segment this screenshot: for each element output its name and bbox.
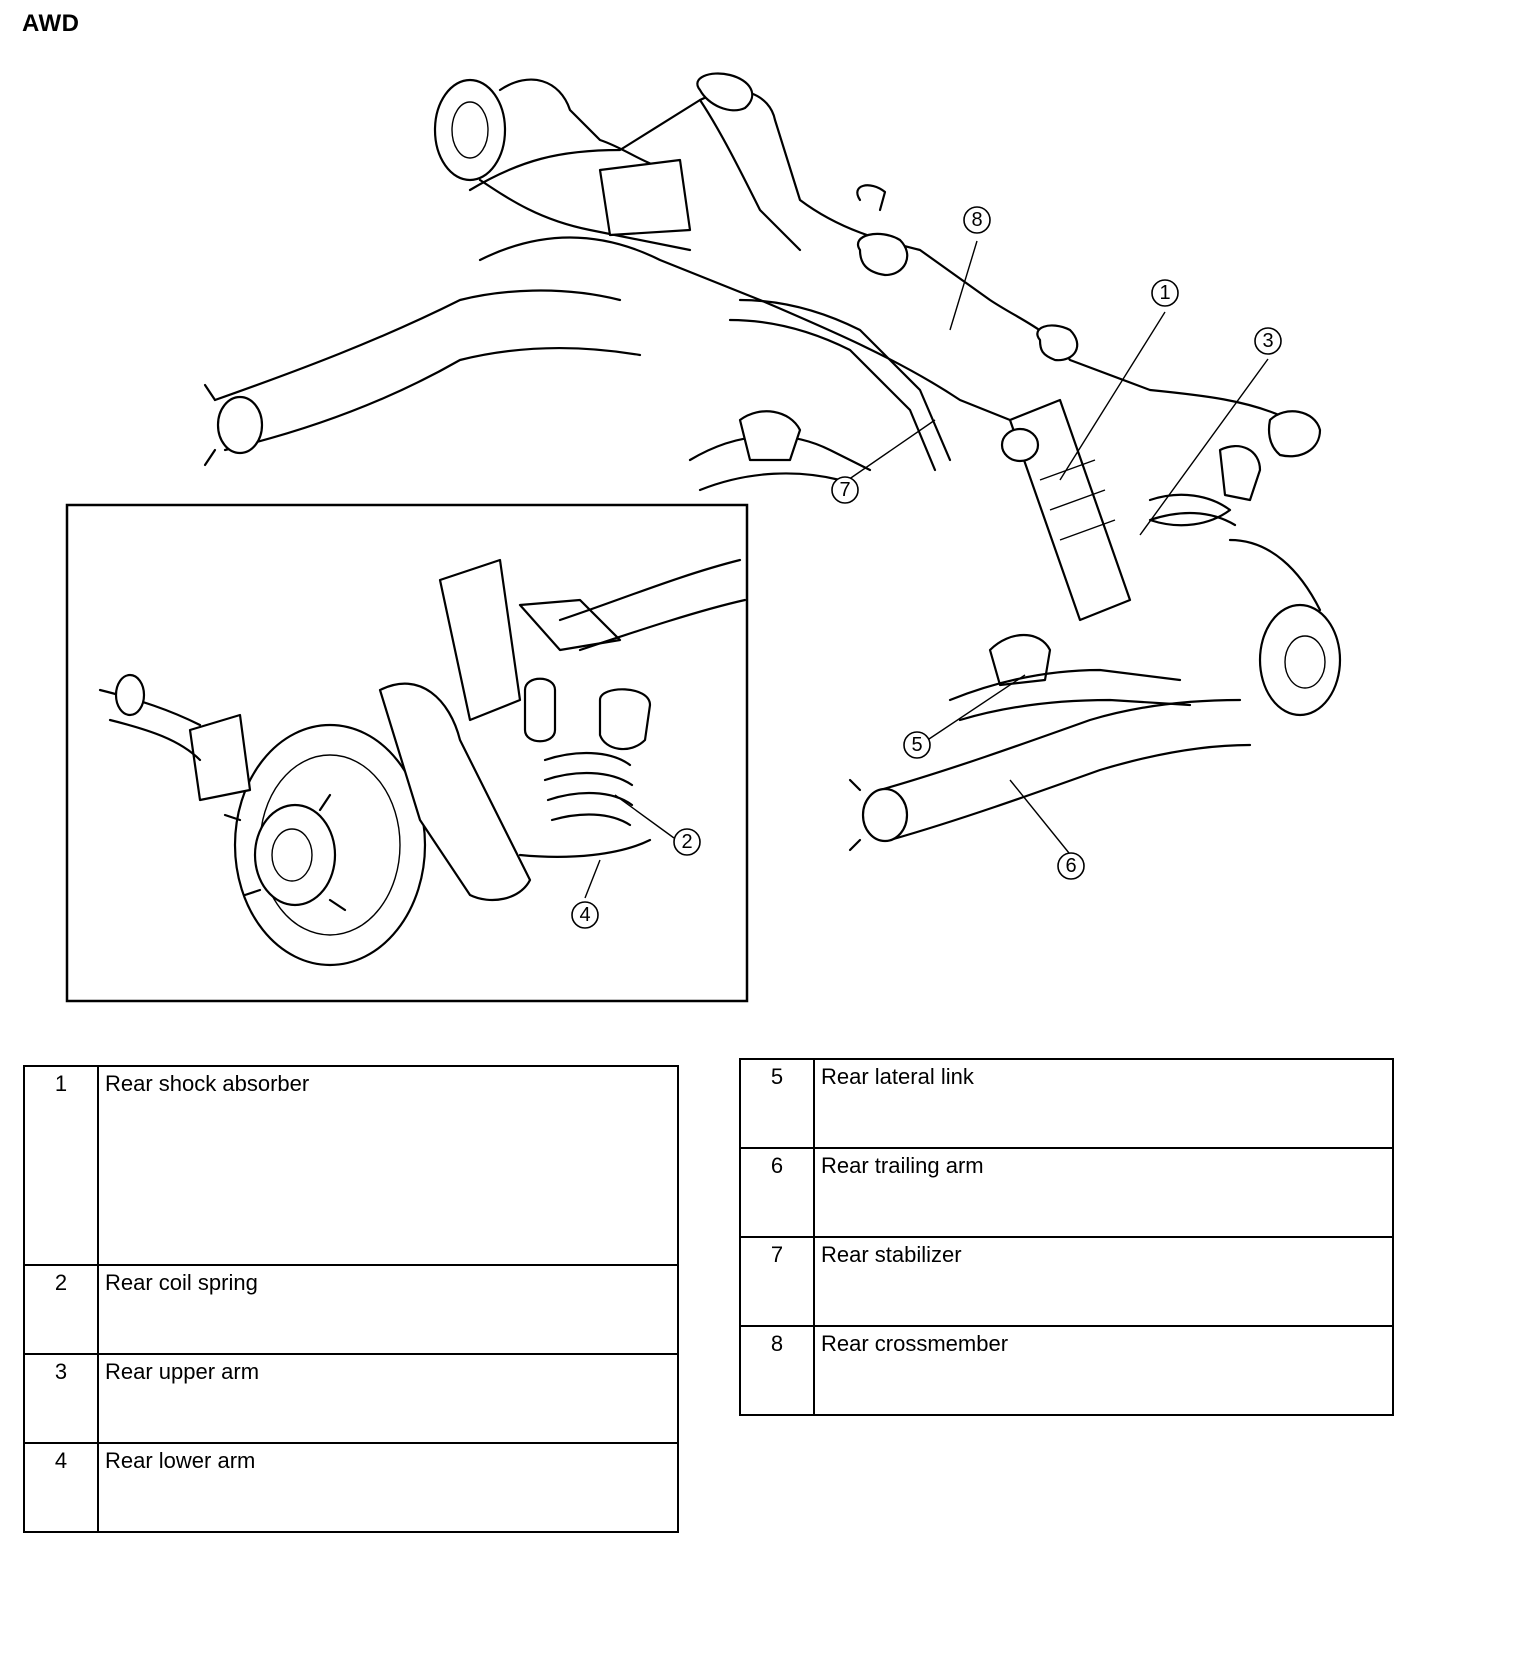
legend-row: 6 Rear trailing arm	[739, 1147, 1394, 1238]
legend-row: 2 Rear coil spring	[23, 1264, 679, 1355]
callout-2: 2	[673, 828, 701, 856]
svg-text:1: 1	[1159, 282, 1170, 304]
leader-line-3	[1139, 358, 1269, 536]
svg-text:5: 5	[911, 734, 922, 756]
svg-text:8: 8	[971, 209, 982, 231]
svg-text:3: 3	[1262, 330, 1273, 352]
leader-line-4	[584, 859, 601, 899]
legend-number: 6	[739, 1147, 815, 1238]
leader-line-1	[1059, 311, 1166, 481]
legend-row: 4 Rear lower arm	[23, 1442, 679, 1533]
legend-row: 7 Rear stabilizer	[739, 1236, 1394, 1327]
leader-line-2	[614, 794, 675, 839]
callout-7: 7	[831, 476, 859, 504]
legend-row: 5 Rear lateral link	[739, 1058, 1394, 1149]
leader-line-7	[844, 419, 936, 483]
leader-line-5	[928, 674, 1026, 740]
legend-label: Rear shock absorber	[97, 1065, 679, 1266]
legend-row: 3 Rear upper arm	[23, 1353, 679, 1444]
svg-text:6: 6	[1065, 855, 1076, 877]
leader-line-6	[1009, 779, 1070, 854]
leader-lines	[584, 240, 1269, 899]
legend-table-right: 5 Rear lateral link 6 Rear trailing arm …	[739, 1058, 1394, 1416]
legend-label: Rear coil spring	[97, 1264, 679, 1355]
callout-5: 5	[903, 731, 931, 759]
legend-label: Rear lower arm	[97, 1442, 679, 1533]
svg-text:2: 2	[681, 831, 692, 853]
legend-number: 7	[739, 1236, 815, 1327]
suspension-diagram: 1 2 3 4 5 6 7 8	[65, 72, 1342, 1003]
inset-detail-drawing	[98, 558, 747, 967]
callout-8: 8	[963, 206, 991, 234]
main-assembly-drawing	[203, 72, 1342, 852]
callout-3: 3	[1254, 327, 1282, 355]
legend-row: 8 Rear crossmember	[739, 1325, 1394, 1416]
svg-text:7: 7	[839, 479, 850, 501]
legend-label: Rear upper arm	[97, 1353, 679, 1444]
legend-label: Rear lateral link	[813, 1058, 1394, 1149]
legend-number: 2	[23, 1264, 99, 1355]
inset-frame	[65, 503, 749, 1003]
page-title: AWD	[22, 10, 80, 37]
legend-row: 1 Rear shock absorber	[23, 1065, 679, 1266]
legend-label: Rear stabilizer	[813, 1236, 1394, 1327]
callout-6: 6	[1057, 852, 1085, 880]
legend-label: Rear trailing arm	[813, 1147, 1394, 1238]
svg-text:4: 4	[579, 904, 590, 926]
legend-label: Rear crossmember	[813, 1325, 1394, 1416]
leader-line-8	[949, 240, 978, 331]
legend-number: 8	[739, 1325, 815, 1416]
legend-number: 5	[739, 1058, 815, 1149]
callout-1: 1	[1151, 279, 1179, 307]
legend-table-left: 1 Rear shock absorber 2 Rear coil spring…	[23, 1065, 679, 1533]
legend-number: 3	[23, 1353, 99, 1444]
callout-4: 4	[571, 901, 599, 929]
legend-number: 1	[23, 1065, 99, 1266]
legend-number: 4	[23, 1442, 99, 1533]
